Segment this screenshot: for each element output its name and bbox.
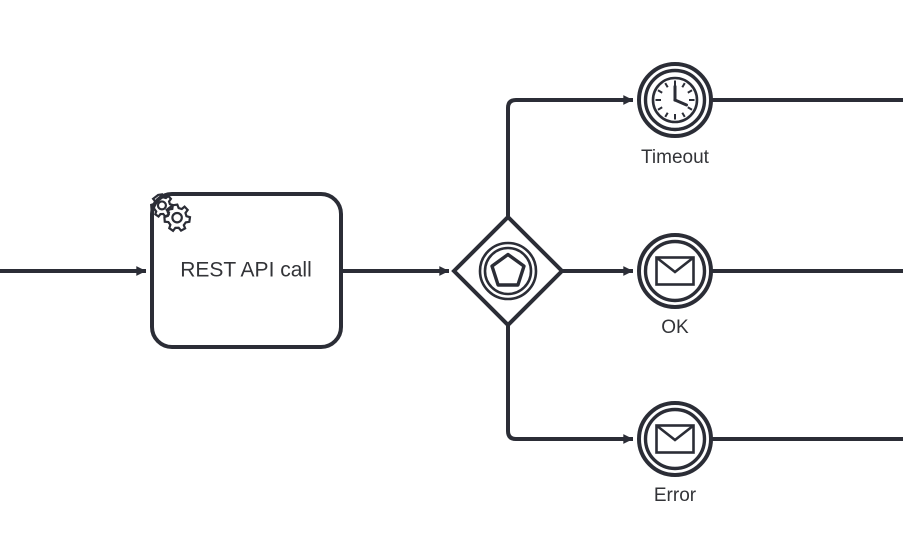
clock-icon xyxy=(651,76,699,124)
gateway-shape xyxy=(451,214,565,328)
gateway-outer-circle-icon xyxy=(478,241,538,301)
flow-gateway-to-error xyxy=(506,325,634,444)
task-shape xyxy=(150,192,343,349)
sequence-flows xyxy=(0,95,903,444)
intermediate-catch-event-error[interactable]: Error xyxy=(637,401,713,506)
task-label: REST API call xyxy=(180,259,312,282)
gears-icon xyxy=(150,193,192,233)
intermediate-catch-event-timeout[interactable]: Timeout xyxy=(637,62,713,168)
event-based-gateway[interactable] xyxy=(451,214,565,328)
gateway-inner-circle-icon xyxy=(483,246,533,296)
flow-gateway-to-timeout xyxy=(506,95,634,217)
intermediate-catch-event-ok[interactable]: OK xyxy=(637,233,713,338)
event-label-timeout: Timeout xyxy=(641,147,710,168)
event-label-error: Error xyxy=(654,485,697,506)
service-task-rest-api-call[interactable]: REST API call xyxy=(150,192,343,349)
pentagon-icon xyxy=(490,252,526,287)
envelope-icon xyxy=(655,256,695,286)
event-label-ok: OK xyxy=(661,317,689,338)
envelope-icon xyxy=(655,424,695,454)
